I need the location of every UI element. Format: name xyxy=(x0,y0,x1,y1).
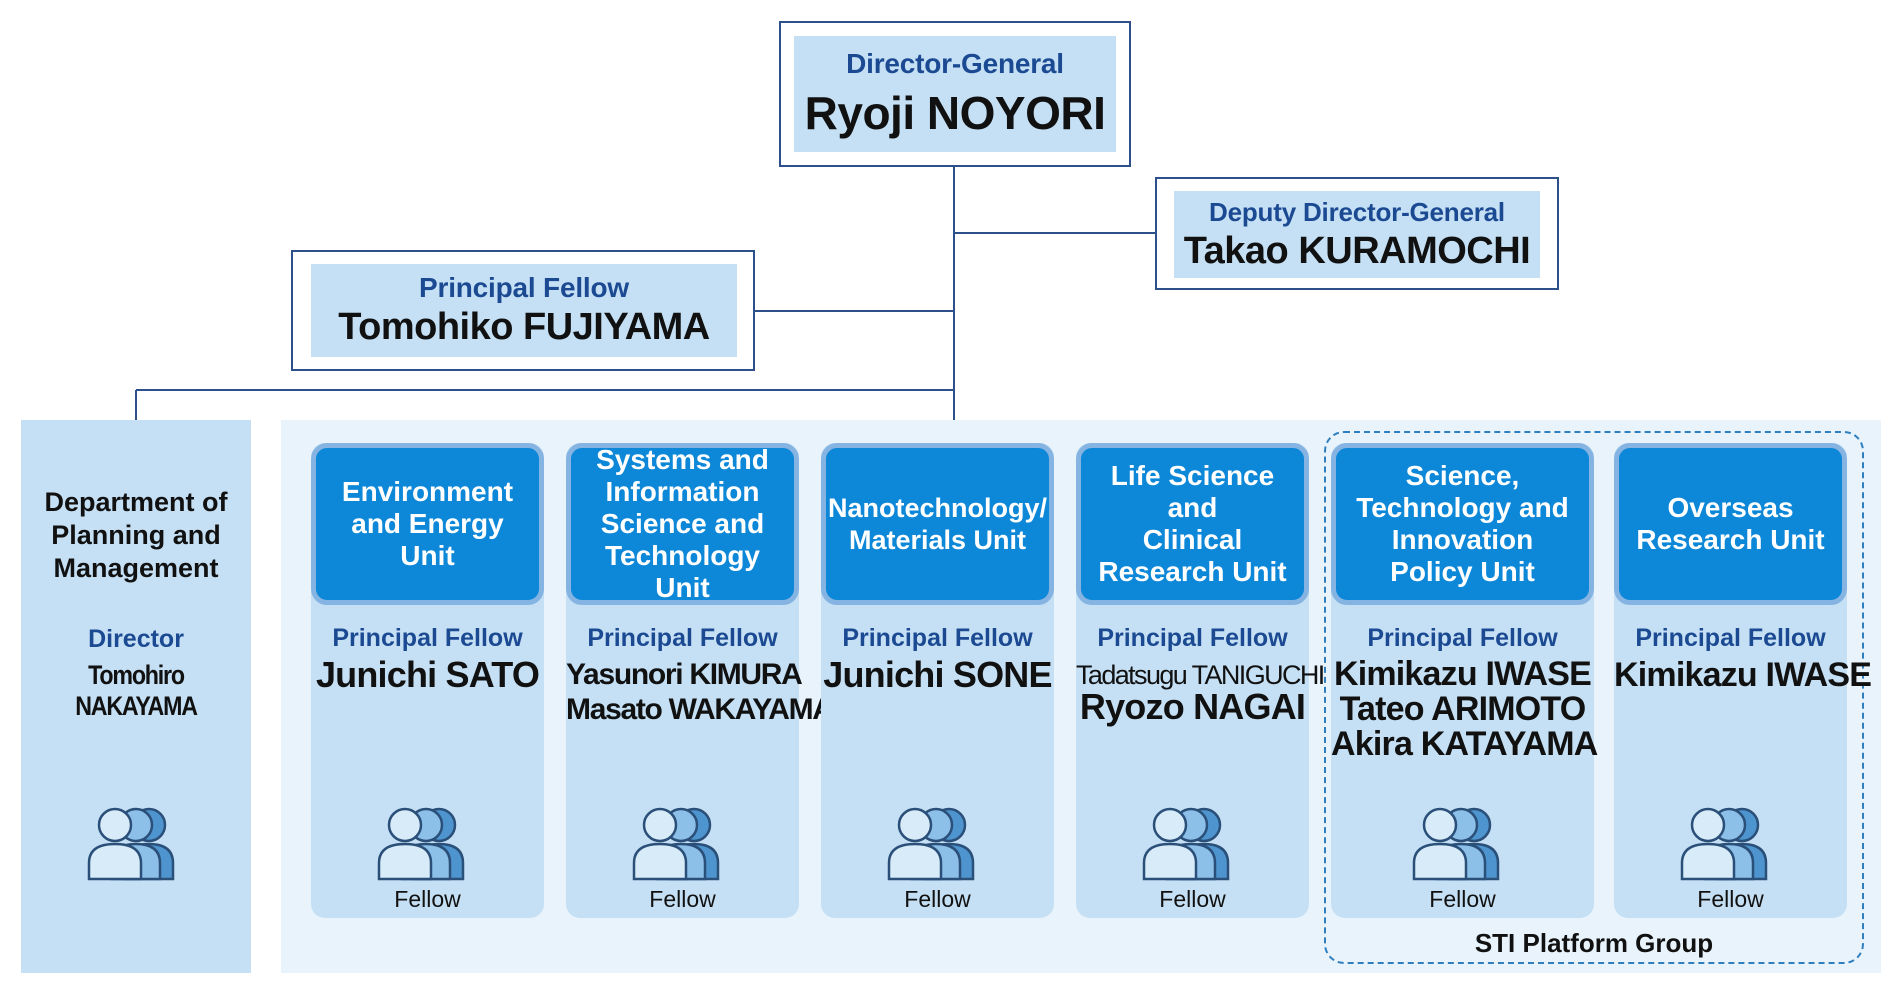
unit-fellow-name: Kimikazu IWASE xyxy=(1614,656,1872,694)
unit-title-line: Science, xyxy=(1405,460,1520,491)
unit-names: Junichi SONE xyxy=(821,657,1054,693)
unit-title-line: Nanotechnology/ xyxy=(828,493,1048,523)
department-title-line: Management xyxy=(53,553,219,583)
unit-fellow-label: Fellow xyxy=(1429,886,1496,912)
unit-role: Principal Fellow xyxy=(1635,624,1826,652)
people-group-icon xyxy=(887,807,975,881)
unit-fellow-label: Fellow xyxy=(394,886,461,912)
people-group-icon xyxy=(1142,807,1230,881)
unit-fellow-name: Masato WAKAYAMA xyxy=(566,693,834,726)
unit-fellow-name: Kimikazu IWASE xyxy=(1333,655,1592,693)
department-role: Director xyxy=(88,625,184,653)
department-director-name: Tomohiro NAKAYAMA xyxy=(75,660,198,721)
unit-fellow-label: Fellow xyxy=(649,886,716,912)
department-title-line: Planning and xyxy=(51,520,221,550)
deputy-director-box: Deputy Director-General Takao KURAMOCHI xyxy=(1155,177,1559,290)
unit-title-line: Environment xyxy=(341,476,514,507)
unit-title-line: Materials Unit xyxy=(848,525,1027,555)
department-planning-management: Department of Planning and Management Di… xyxy=(21,420,251,973)
unit-title-line: and xyxy=(1167,492,1218,523)
sti-platform-group-border xyxy=(1324,431,1864,964)
unit-title-line: Research Unit xyxy=(1098,556,1287,587)
unit-role: Principal Fellow xyxy=(332,624,523,652)
principal-fellow-role: Principal Fellow xyxy=(419,272,629,303)
unit-nanotechnology-materials: Nanotechnology/Materials Unit Principal … xyxy=(821,443,1054,918)
people-group-icon xyxy=(1680,807,1768,881)
unit-title-line: Science and xyxy=(600,508,765,539)
unit-names: Kimikazu IWASE Tateo ARIMOTO Akira KATAY… xyxy=(1331,655,1598,763)
people-group-icon xyxy=(377,807,465,881)
unit-names: Kimikazu IWASE xyxy=(1614,656,1872,694)
unit-fellow-label: Fellow xyxy=(1697,886,1764,912)
unit-title-line: Policy Unit xyxy=(1390,556,1535,587)
unit-names: Junichi SATO xyxy=(311,657,544,693)
sti-platform-group-label: STI Platform Group xyxy=(1474,928,1714,958)
unit-fellow-name: Tadatsugu TANIGUCHI xyxy=(1076,660,1325,690)
unit-fellow-name: Junichi SONE xyxy=(823,654,1052,695)
people-group-icon xyxy=(87,807,175,881)
unit-title-line: Information xyxy=(605,476,760,507)
unit-fellow-label: Fellow xyxy=(904,886,971,912)
unit-title-line: Innovation xyxy=(1391,524,1534,555)
unit-title-line: Life Science xyxy=(1110,460,1275,491)
unit-fellow-name: Tateo ARIMOTO xyxy=(1339,690,1587,728)
department-title-line: Department of xyxy=(44,487,228,517)
unit-title-line: Clinical xyxy=(1142,524,1243,555)
unit-title: Nanotechnology/Materials Unit xyxy=(821,443,1054,605)
unit-fellow-name: Junichi SATO xyxy=(315,654,540,695)
unit-title-line: Technology and xyxy=(1356,492,1569,523)
deputy-director-name: Takao KURAMOCHI xyxy=(1183,229,1531,272)
people-group-icon xyxy=(1412,807,1500,881)
unit-role: Principal Fellow xyxy=(842,624,1033,652)
unit-title-line: Technology Unit xyxy=(604,540,761,603)
deputy-director-role: Deputy Director-General xyxy=(1209,196,1505,227)
unit-names: Yasunori KIMURA Masato WAKAYAMA xyxy=(566,657,834,727)
people-group-icon xyxy=(632,807,720,881)
unit-fellow-name: Akira KATAYAMA xyxy=(1331,725,1598,763)
unit-title-line: Research Unit xyxy=(1636,524,1825,555)
unit-title-line: Overseas xyxy=(1667,492,1794,523)
principal-fellow-box: Principal Fellow Tomohiko FUJIYAMA xyxy=(291,250,755,371)
principal-fellow-name: Tomohiko FUJIYAMA xyxy=(338,306,710,348)
department-title: Department of Planning and Management xyxy=(21,486,251,585)
unit-fellow-name: Yasunori KIMURA xyxy=(566,658,803,691)
unit-role: Principal Fellow xyxy=(587,624,778,652)
unit-title-line: Unit xyxy=(400,540,455,571)
director-general-role: Director-General xyxy=(846,48,1064,79)
director-general-name: Ryoji NOYORI xyxy=(804,87,1106,139)
unit-names: Tadatsugu TANIGUCHI Ryozo NAGAI xyxy=(1076,657,1325,727)
unit-fellow-label: Fellow xyxy=(1159,886,1226,912)
director-general-box: Director-General Ryoji NOYORI xyxy=(779,21,1131,167)
unit-fellow-name: Ryozo NAGAI xyxy=(1079,686,1306,727)
unit-title-line: and Energy xyxy=(351,508,504,539)
unit-role: Principal Fellow xyxy=(1367,624,1558,652)
unit-title-line: Systems and xyxy=(596,444,769,475)
unit-role: Principal Fellow xyxy=(1097,624,1288,652)
